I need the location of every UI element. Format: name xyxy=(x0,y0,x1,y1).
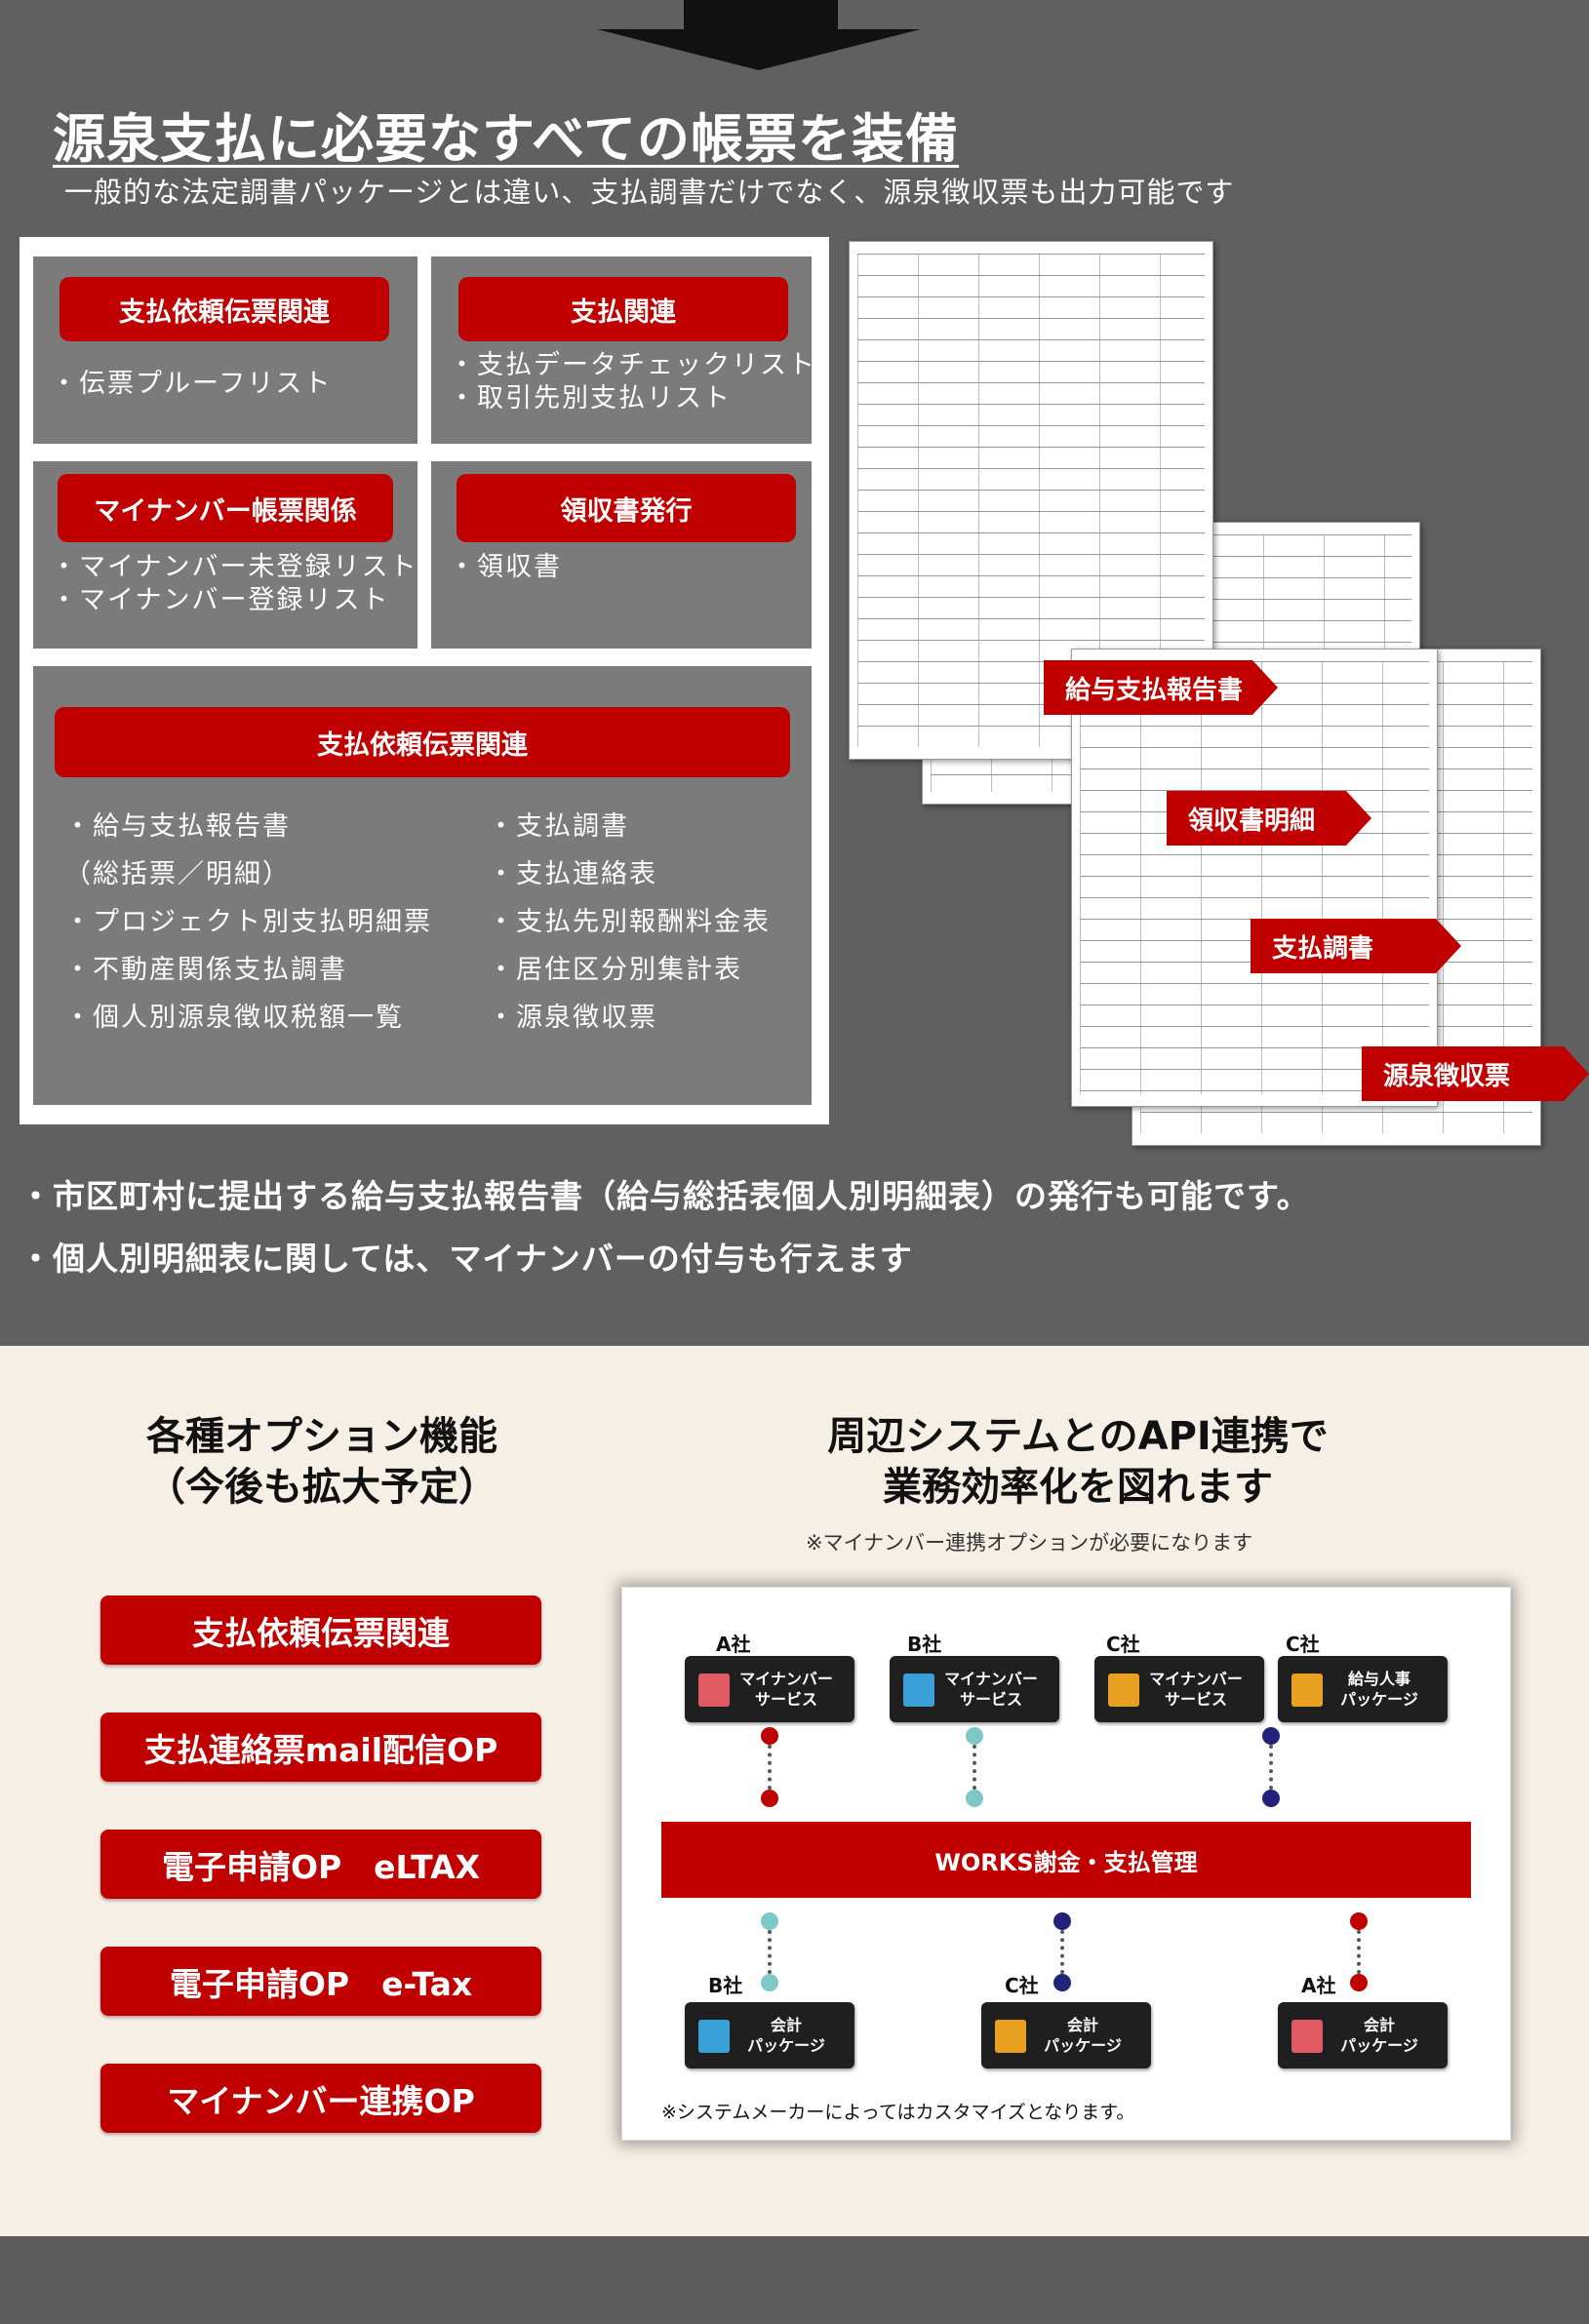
connector-dot xyxy=(761,1727,778,1745)
connector-dot xyxy=(966,1790,983,1807)
category-button[interactable]: マイナンバー帳票関係 xyxy=(58,474,393,542)
list-item: ・マイナンバー登録リスト xyxy=(51,585,390,615)
category-button[interactable]: 支払関連 xyxy=(458,277,788,341)
list-item: ・個人別源泉徴収税額一覧 xyxy=(64,1003,404,1033)
connector-line xyxy=(768,1745,772,1790)
connector-dot xyxy=(966,1727,983,1745)
category-items: ・伝票プルーフリスト xyxy=(51,368,332,401)
building-icon xyxy=(698,2020,730,2053)
api-requirement-note: ※マイナンバー連携オプションが必要になります xyxy=(806,1531,1253,1555)
service-box: マイナンバーサービス xyxy=(890,1656,1059,1722)
document-image xyxy=(849,241,1213,760)
list-item: ・給与支払報告書 xyxy=(64,811,291,842)
list-item: ・マイナンバー未登録リスト xyxy=(51,552,418,582)
list-item: ・取引先別支払リスト xyxy=(449,383,732,414)
list-item: ・プロジェクト別支払明細票 xyxy=(64,907,432,937)
list-item: ・支払データチェックリスト xyxy=(449,350,816,380)
category-items-left: ・給与支払報告書 （総括票／明細） ・プロジェクト別支払明細票 ・不動産関係支払… xyxy=(64,803,432,1042)
option-button[interactable]: 支払連絡票mail配信OP xyxy=(100,1713,541,1782)
top-section: 源泉支払に必要なすべての帳票を装備 一般的な法定調書パッケージとは違い、支払調書… xyxy=(0,0,1589,1346)
category-cell: 支払関連 ・支払データチェックリスト ・取引先別支払リスト xyxy=(431,256,814,444)
company-label: C社 xyxy=(1106,1633,1140,1656)
category-cell: 領収書発行 ・領収書 xyxy=(431,461,812,649)
connector-dot xyxy=(761,1912,778,1930)
list-item: ・支払調書 xyxy=(488,811,629,842)
option-button[interactable]: 電子申請OP e-Tax xyxy=(100,1947,541,2016)
category-cell: 支払依頼伝票関連 ・伝票プルーフリスト xyxy=(33,256,417,444)
connector-dot xyxy=(1350,1912,1368,1930)
feature-note: ・市区町村に提出する給与支払報告書（給与総括表個人別明細表）の発行も可能です。 xyxy=(20,1177,1310,1215)
list-item: （総括票／明細） xyxy=(64,859,291,889)
connector-dot xyxy=(1262,1790,1280,1807)
company-label: A社 xyxy=(1301,1974,1336,1997)
list-item: ・源泉徴収票 xyxy=(488,1003,657,1033)
form-grid xyxy=(1080,661,1429,1094)
company-label: C社 xyxy=(1005,1974,1039,1997)
api-title: 周辺システムとのAPI連携で 業務効率化を図れます xyxy=(827,1414,1329,1510)
category-items: ・マイナンバー未登録リスト ・マイナンバー登録リスト xyxy=(51,551,417,617)
document-tag: 支払調書 xyxy=(1251,919,1461,973)
company-label: A社 xyxy=(716,1633,751,1656)
options-title: 各種オプション機能 （今後も拡大予定） xyxy=(146,1414,497,1510)
service-box: 給与人事パッケージ xyxy=(1278,1656,1448,1722)
connector-dot xyxy=(1053,1912,1071,1930)
document-samples: 給与支払報告書 領収書明細 支払調書 源泉徴収票 xyxy=(849,239,1589,1146)
building-icon xyxy=(1291,2020,1323,2053)
option-button[interactable]: 支払依頼伝票関連 xyxy=(100,1595,541,1665)
page-subtitle: 一般的な法定調書パッケージとは違い、支払調書だけでなく、源泉徴収票も出力可能です xyxy=(64,176,1235,209)
report-category-panel: 支払依頼伝票関連 ・伝票プルーフリスト 支払関連 ・支払データチェックリスト ・… xyxy=(20,237,829,1124)
building-icon xyxy=(1291,1674,1323,1707)
category-button[interactable]: 支払依頼伝票関連 xyxy=(55,707,790,777)
list-item: ・支払先別報酬料金表 xyxy=(488,907,771,937)
category-cell-large: 支払依頼伝票関連 ・給与支払報告書 （総括票／明細） ・プロジェクト別支払明細票… xyxy=(33,666,812,1105)
down-arrow-shaft xyxy=(684,0,838,29)
option-button[interactable]: マイナンバー連携OP xyxy=(100,2064,541,2133)
list-item: ・不動産関係支払調書 xyxy=(64,955,347,985)
company-label: B社 xyxy=(708,1974,743,1997)
option-button[interactable]: 電子申請OP eLTAX xyxy=(100,1830,541,1899)
category-button[interactable]: 支払依頼伝票関連 xyxy=(60,277,389,341)
list-item: ・領収書 xyxy=(449,552,562,582)
service-box: マイナンバーサービス xyxy=(685,1656,854,1722)
connector-line xyxy=(973,1745,976,1790)
connector-dot xyxy=(1262,1727,1280,1745)
building-icon xyxy=(903,1674,934,1707)
feature-note: ・個人別明細表に関しては、マイナンバーの付与も行えます xyxy=(20,1240,913,1278)
footer-bar xyxy=(0,2236,1589,2324)
list-item: ・居住区分別集計表 xyxy=(488,955,742,985)
list-item: ・支払連絡表 xyxy=(488,859,657,889)
service-box: 会計パッケージ xyxy=(1278,2002,1448,2068)
connector-dot xyxy=(1350,1974,1368,1991)
category-items: ・領収書 xyxy=(449,551,562,584)
service-box: 会計パッケージ xyxy=(981,2002,1151,2068)
down-arrow-icon xyxy=(597,29,921,70)
building-icon xyxy=(995,2020,1026,2053)
works-system-bar: WORKS謝金・支払管理 xyxy=(661,1822,1471,1898)
connector-dot xyxy=(761,1974,778,1991)
category-items: ・支払データチェックリスト ・取引先別支払リスト xyxy=(449,349,816,415)
document-tag: 源泉徴収票 xyxy=(1362,1046,1589,1101)
category-cell: マイナンバー帳票関係 ・マイナンバー未登録リスト ・マイナンバー登録リスト xyxy=(33,461,417,649)
connector-line xyxy=(1269,1745,1273,1790)
category-button[interactable]: 領収書発行 xyxy=(457,474,796,542)
building-icon xyxy=(1108,1674,1139,1707)
connector-line xyxy=(1060,1930,1064,1974)
list-item: ・伝票プルーフリスト xyxy=(51,369,333,399)
category-items-right: ・支払調書 ・支払連絡表 ・支払先別報酬料金表 ・居住区分別集計表 ・源泉徴収票 xyxy=(488,803,771,1042)
api-footnote: ※システムメーカーによってはカスタマイズとなります。 xyxy=(661,2102,1135,2123)
service-box: マイナンバーサービス xyxy=(1094,1656,1264,1722)
document-tag: 領収書明細 xyxy=(1167,791,1371,846)
api-diagram: A社 マイナンバーサービス B社 マイナンバーサービス C社 マイナンバーサービ… xyxy=(621,1587,1511,2141)
company-label: B社 xyxy=(907,1633,942,1656)
page-title: 源泉支払に必要なすべての帳票を装備 xyxy=(53,108,960,170)
service-box: 会計パッケージ xyxy=(685,2002,854,2068)
document-image xyxy=(1071,649,1438,1107)
document-tag: 給与支払報告書 xyxy=(1044,660,1278,715)
connector-line xyxy=(768,1930,772,1974)
connector-line xyxy=(1357,1930,1361,1974)
company-label: C社 xyxy=(1286,1633,1320,1656)
building-icon xyxy=(698,1674,730,1707)
connector-dot xyxy=(1053,1974,1071,1991)
connector-dot xyxy=(761,1790,778,1807)
